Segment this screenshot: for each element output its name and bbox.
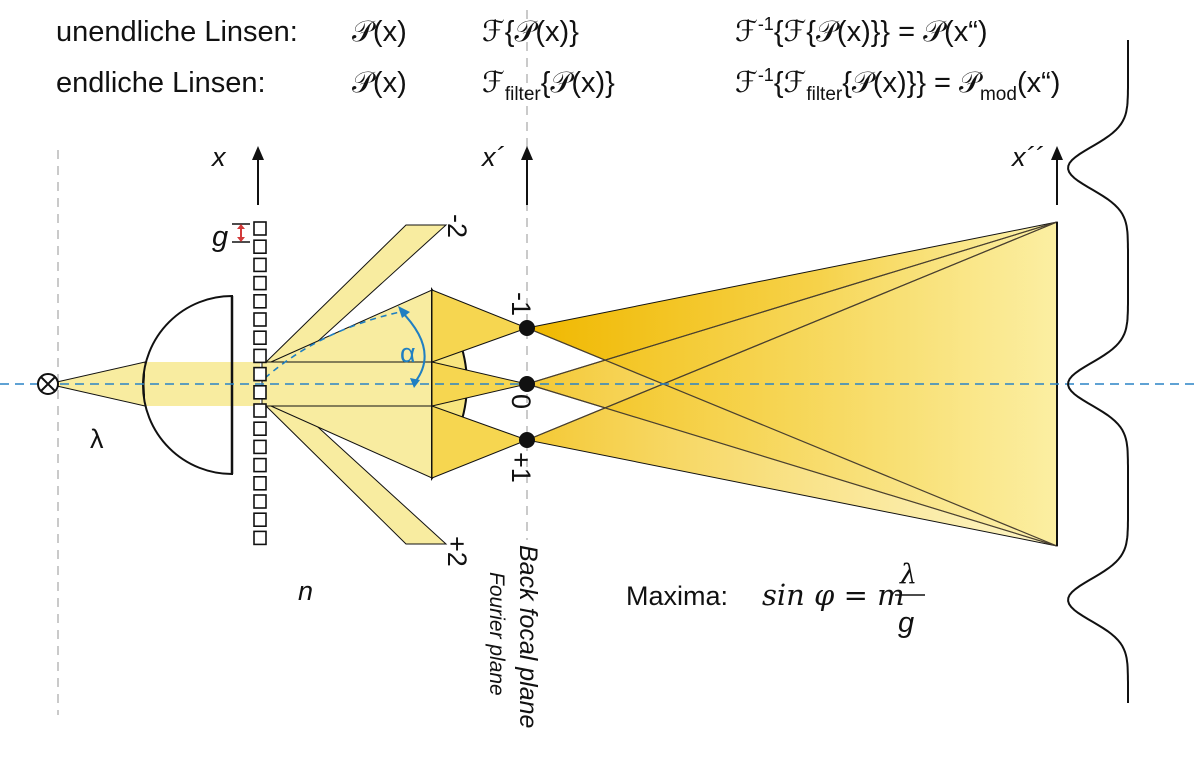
angle-arc — [399, 309, 426, 383]
maxima-equation-lhs: sin φ = m — [762, 578, 905, 612]
grating-slit — [253, 439, 267, 455]
order-label-0: 0 — [506, 394, 536, 409]
grating-slit — [253, 257, 267, 273]
focus-beam-plus1 — [431, 405, 529, 479]
ray-crossing-1 — [526, 327, 1058, 547]
intensity-profile-curve — [1067, 40, 1129, 703]
fourier-point-minus1 — [519, 320, 535, 336]
angle-arc-dashed — [264, 311, 401, 379]
focus-beam-0 — [431, 361, 528, 407]
ray-crossing-4 — [526, 383, 1058, 547]
fourier-axis-arrow — [521, 146, 533, 205]
row2-filtered-transform: ℱfilter{𝒫(x)} — [482, 67, 615, 105]
maxima-fraction-denominator: g — [898, 607, 914, 639]
ray-crossing-3 — [526, 221, 1058, 385]
order-label-plus2: +2 — [442, 536, 472, 567]
maxima-label: Maxima: — [626, 581, 728, 611]
object-axis-arrow — [252, 146, 264, 205]
row2-inverse-transform: ℱ-1{ℱfilter{𝒫(x)}} = 𝒫mod(x“) — [735, 65, 1060, 105]
row1-inverse-transform: ℱ-1{ℱ{𝒫(x)}} = 𝒫(x“) — [735, 14, 988, 48]
grating-slit — [253, 221, 267, 236]
grating-slit — [253, 366, 267, 382]
image-axis-label: x´´ — [1010, 142, 1043, 172]
grating-slit — [253, 421, 267, 437]
grating-slit — [253, 403, 267, 418]
order-label-minus1: -1 — [506, 292, 536, 316]
light-source-icon — [37, 373, 59, 395]
object-axis-label: x — [210, 142, 227, 172]
grating-slit — [253, 348, 267, 364]
condenser-lens — [142, 294, 233, 476]
row1-object-function: 𝒫(x) — [352, 16, 407, 48]
ray-crossing-2 — [526, 221, 1058, 441]
angle-alpha-label: α — [400, 338, 416, 368]
grating-slit — [253, 530, 267, 546]
order-label-minus2: -2 — [442, 214, 472, 238]
angle-arrow-bottom — [410, 378, 420, 388]
refractive-index-label: n — [298, 576, 313, 606]
order-label-plus1: +1 — [506, 452, 536, 483]
maxima-fraction-numerator: λ — [899, 559, 917, 590]
row1-fourier-transform: ℱ{𝒫(x)} — [482, 16, 579, 48]
wavelength-label: λ — [90, 424, 104, 454]
grating-slit — [253, 457, 267, 473]
row2-label: endliche Linsen: — [56, 67, 266, 99]
row1-label: unendliche Linsen: — [56, 16, 298, 48]
grating-slit — [253, 512, 267, 528]
back-focal-plane-label: Back focal plane — [514, 545, 542, 728]
grating-slit — [253, 239, 267, 254]
fourier-point-0 — [519, 376, 535, 392]
image-axis-arrow — [1051, 146, 1063, 205]
diffraction-grating — [253, 221, 267, 546]
grating-slit — [253, 384, 267, 400]
grating-slit — [253, 475, 267, 491]
angle-arrow-top — [398, 306, 410, 318]
fourier-plane-label: Fourier plane — [485, 572, 508, 696]
fourier-point-plus1 — [519, 432, 535, 448]
focus-beam-minus1 — [431, 289, 529, 363]
grating-slit — [253, 494, 267, 509]
row2-object-function: 𝒫(x) — [352, 67, 407, 99]
fourier-axis-label: x´ — [480, 142, 505, 172]
grating-slit — [253, 293, 267, 309]
grating-slit — [253, 312, 267, 327]
grating-slit — [253, 275, 267, 291]
grating-period-label: g — [212, 221, 228, 253]
grating-period-marker — [232, 223, 250, 243]
grating-slit — [253, 330, 267, 346]
